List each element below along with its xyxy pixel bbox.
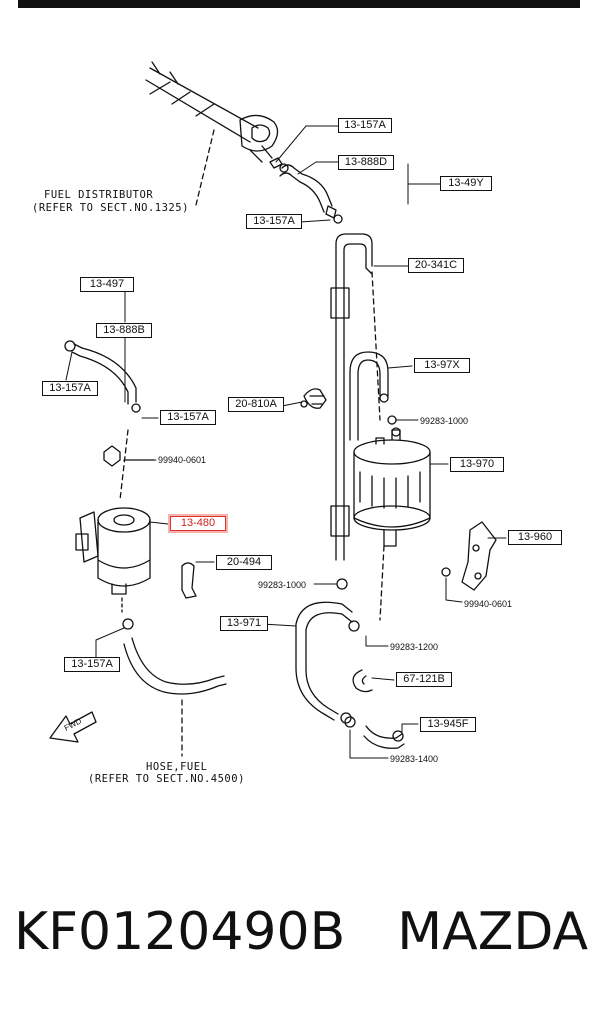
parts-diagram (49, 61, 507, 759)
top-header-bar (18, 0, 580, 8)
canister-13-970-drawing (353, 427, 431, 621)
partno-99283-1200: 99283-1200 (390, 642, 439, 652)
clamp-99283-1400 (344, 716, 356, 728)
partno-99940-0601-right: 99940-0601 (464, 599, 513, 609)
partno-99940-0601-left: 99940-0601 (158, 455, 207, 465)
left-leader-top (119, 429, 129, 501)
label-13-888D[interactable]: 13-888D (338, 155, 394, 170)
label-13-157A-filter[interactable]: 13-157A (160, 410, 216, 425)
pipe-leader (371, 271, 381, 421)
label-13-97X[interactable]: 13-97X (414, 358, 470, 373)
label-13-157A-top[interactable]: 13-157A (338, 118, 392, 133)
footer-caption: KF0120490B MAZDA (14, 900, 588, 964)
clip-67-121B-drawing (352, 669, 373, 693)
distributor-leader (195, 129, 215, 206)
hose-13-888D-drawing (279, 163, 343, 224)
label-13-157A-bottom[interactable]: 13-157A (64, 657, 120, 672)
note-fuel-distributor: FUEL DISTRIBUTOR (44, 189, 154, 201)
hose-13-888B-drawing (64, 340, 141, 413)
hose-fuel-drawing (123, 637, 227, 695)
label-13-49Y[interactable]: 13-49Y (440, 176, 492, 191)
label-20-494[interactable]: 20-494 (216, 555, 272, 570)
pipe-20-341C-drawing (330, 233, 373, 561)
label-13-497[interactable]: 13-497 (80, 277, 134, 292)
fuel-distributor-drawing (145, 61, 283, 169)
label-13-971[interactable]: 13-971 (220, 616, 268, 631)
partno-99283-1400: 99283-1400 (390, 754, 439, 764)
hose-13-97X-drawing (349, 351, 389, 441)
label-67-121B[interactable]: 67-121B (396, 672, 452, 687)
partno-99283-1000-lower: 99283-1000 (258, 580, 307, 590)
label-13-480-highlighted[interactable]: 13-480 (170, 516, 226, 531)
label-20-341C[interactable]: 20-341C (408, 258, 464, 273)
bolt-99940-0601-left-drawing (103, 445, 155, 467)
label-13-157A-mid[interactable]: 13-157A (246, 214, 302, 229)
hose-13-945F-drawing (363, 725, 405, 749)
note-hose-fuel: HOSE,FUEL (146, 761, 208, 773)
partno-99283-1000-top: 99283-1000 (420, 416, 469, 426)
clamp-13-157A-lower (122, 618, 134, 630)
leader-lines (65, 125, 507, 759)
hose-20-494-drawing (181, 562, 197, 599)
label-13-888B[interactable]: 13-888B (96, 323, 152, 338)
label-20-810A[interactable]: 20-810A (228, 397, 284, 412)
footer-brand: MAZDA (397, 902, 589, 962)
footer-part-code: KF0120490B (14, 902, 346, 962)
label-13-157A-left[interactable]: 13-157A (42, 381, 98, 396)
bracket-13-960-drawing (461, 521, 497, 591)
label-13-945F[interactable]: 13-945F (420, 717, 476, 732)
clamp-20-810A-drawing (300, 388, 327, 409)
label-13-970[interactable]: 13-970 (450, 457, 504, 472)
hose-13-971-drawing (295, 601, 360, 724)
bolt-99283-1000-lower (336, 578, 348, 590)
filter-13-480-drawing (75, 507, 151, 595)
note-hose-fuel-ref: (REFER TO SECT.NO.4500) (88, 773, 245, 785)
label-13-960[interactable]: 13-960 (508, 530, 562, 545)
fwd-arrow-drawing (49, 711, 97, 743)
note-fuel-distributor-ref: (REFER TO SECT.NO.1325) (32, 202, 189, 214)
bolt-99940-0601-right (441, 567, 451, 577)
bolt-99283-1000-top (387, 415, 397, 425)
